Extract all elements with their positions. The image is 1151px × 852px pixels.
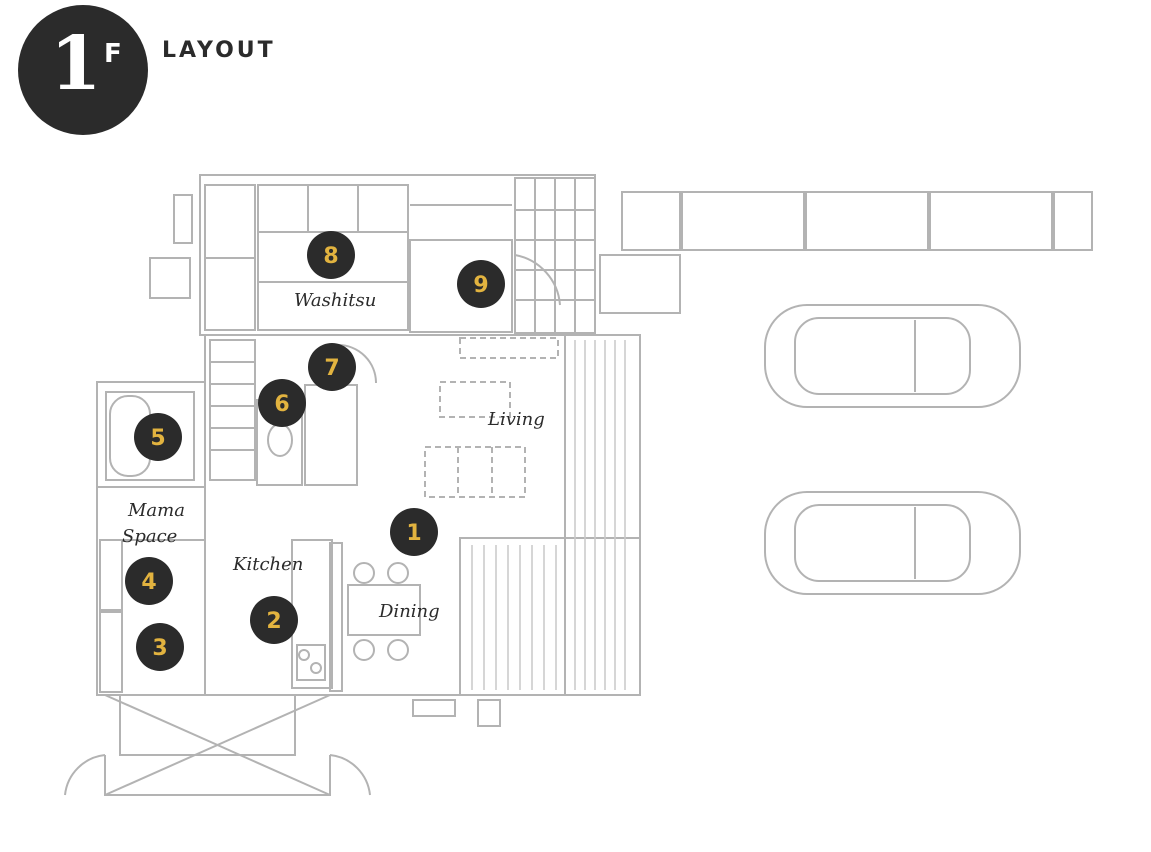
marker-6: 6 [258,379,306,427]
marker-1-number: 1 [406,521,421,546]
marker-8-number: 8 [323,244,338,269]
room-label-mama-space-line2: Space [122,526,177,547]
marker-8: 8 [307,231,355,279]
marker-5: 5 [134,413,182,461]
car-bottom [764,491,1021,595]
marker-9: 9 [457,260,505,308]
layout-title: LAYOUT [162,38,276,63]
car-top [764,304,1021,408]
house-walls [64,174,1093,796]
room-label-washitsu: Washitsu [294,290,376,311]
marker-6-number: 6 [274,392,289,417]
marker-4-number: 4 [141,570,156,595]
room-label-kitchen: Kitchen [232,554,303,575]
marker-2-number: 2 [266,609,281,634]
floor-suffix: F [104,39,122,69]
marker-7: 7 [308,343,356,391]
marker-4: 4 [125,557,173,605]
marker-1: 1 [390,508,438,556]
room-label-dining: Dining [378,601,440,622]
living-furniture [424,337,559,498]
floor-badge: 1 F [18,5,148,135]
marker-2: 2 [250,596,298,644]
marker-5-number: 5 [150,426,165,451]
room-label-mama-space-line1: Mama [127,500,185,521]
marker-9-number: 9 [473,273,488,298]
room-label-living: Living [487,409,545,430]
floor-number: 1 [50,21,102,107]
marker-3-number: 3 [152,636,167,661]
marker-3: 3 [136,623,184,671]
deck-boards [471,340,626,690]
marker-7-number: 7 [324,356,339,381]
